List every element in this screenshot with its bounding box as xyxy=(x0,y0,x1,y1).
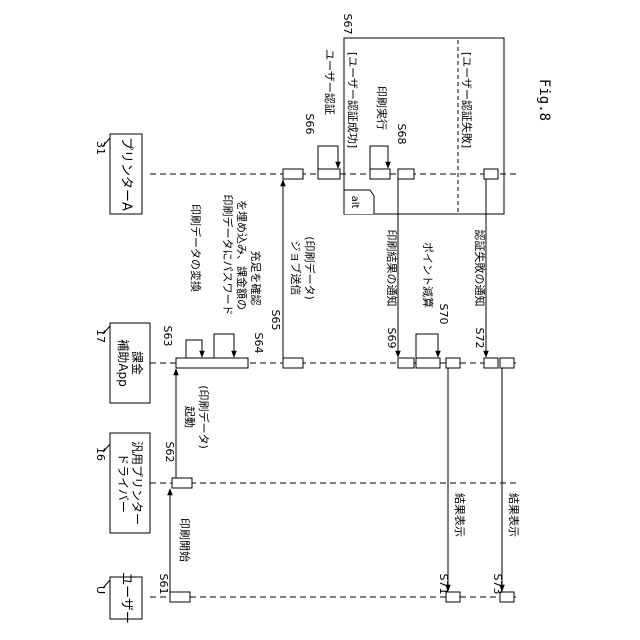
participant-printer: プリンターA 31 xyxy=(94,134,142,214)
reference-number: 31 xyxy=(94,141,107,155)
participant-name-line2: ドライバー xyxy=(116,453,130,513)
step-label-s61: 印刷開始 xyxy=(178,518,192,562)
guard-failure: [ユーザー認証失敗] xyxy=(460,52,474,148)
participant-driver: 汎用プリンター ドライバー 16 xyxy=(94,433,150,533)
step-label-s63: 印刷データの変換 xyxy=(189,204,203,292)
reference-number: U xyxy=(94,586,107,594)
activation-app-s62 xyxy=(176,358,248,368)
step-id-s69: S69 xyxy=(385,328,398,349)
message-s63-self xyxy=(186,340,202,358)
participant-app: 課金 補助App 17 xyxy=(94,323,150,403)
step-label-s65-line1: ジョブ送信 xyxy=(289,241,303,296)
step-label-s70: ポイント減算 xyxy=(421,242,435,308)
activation-app-s69 xyxy=(398,358,414,368)
step-id-s66: S66 xyxy=(303,114,316,135)
step-id-s62: S62 xyxy=(163,442,176,463)
step-label-s71: 結果表示 xyxy=(453,493,467,537)
activation-app-s72 xyxy=(484,358,498,368)
participant-name-line1: 課金 xyxy=(130,351,145,375)
step-label-s72: 認証失敗の通知 xyxy=(473,230,487,307)
step-id-s64: S64 xyxy=(252,333,265,354)
step-id-s67: S67 xyxy=(341,14,354,35)
step-id-s70: S70 xyxy=(437,304,450,325)
step-id-s68: S68 xyxy=(395,124,408,145)
messages xyxy=(170,146,502,592)
activation-app-s65 xyxy=(283,358,303,368)
activation-printer-s68 xyxy=(370,169,390,179)
step-label-s68: 印刷実行 xyxy=(375,86,389,130)
step-id-s73: S73 xyxy=(491,574,504,595)
activation-printer-s69 xyxy=(398,169,414,179)
step-label-s65-line2: (印刷データ) xyxy=(303,236,317,300)
alt-frame xyxy=(344,38,504,214)
activation-app-s71 xyxy=(446,358,460,368)
participant-name: ユーザー xyxy=(119,572,134,624)
figure-label: Fig.8 xyxy=(536,79,552,121)
activation-app-s73 xyxy=(500,358,514,368)
activation-app-s70 xyxy=(416,358,440,368)
step-id-s63: S63 xyxy=(161,326,174,347)
step-id-s61: S61 xyxy=(157,574,170,595)
step-label-s64-line1: 印刷データにパスワード xyxy=(221,195,235,316)
step-label-s69: 印刷結果の通知 xyxy=(385,230,399,307)
activation-printer-s65 xyxy=(283,169,303,179)
step-id-s65: S65 xyxy=(269,310,282,331)
participant-name-line2: 補助App xyxy=(116,339,130,386)
activation-driver-s62 xyxy=(172,478,192,488)
message-s70-self xyxy=(416,334,438,358)
participant-name: プリンターA xyxy=(119,137,134,211)
step-label-s64-line3: 充足を確認 xyxy=(249,251,263,306)
guard-success: [ユーザー認証成功] xyxy=(346,52,360,148)
participant-user: ユーザー U xyxy=(94,572,142,624)
step-label-s64-line2: を埋め込み、課金額の xyxy=(235,200,249,310)
activation-printer-s66 xyxy=(318,169,340,179)
message-s66-self xyxy=(318,146,338,169)
step-label-s62-line2: (印刷データ) xyxy=(197,385,211,449)
step-label-s66: ユーザー認証 xyxy=(323,49,337,115)
reference-number: 16 xyxy=(94,447,107,461)
reference-number: 17 xyxy=(94,329,107,343)
participant-name-line1: 汎用プリンター xyxy=(130,441,144,525)
activation-printer-s72 xyxy=(484,169,498,179)
message-s68-self xyxy=(370,146,388,169)
step-label-s62-line1: 起動 xyxy=(183,406,197,428)
step-label-s73: 結果表示 xyxy=(507,493,521,537)
alt-fragment: alt [ユーザー認証成功] [ユーザー認証失敗] xyxy=(344,38,504,214)
alt-tag: alt xyxy=(349,196,360,209)
step-id-s71: S71 xyxy=(437,574,450,595)
message-s64-self xyxy=(214,334,234,358)
step-id-s72: S72 xyxy=(473,328,486,349)
activation-user-s61 xyxy=(170,592,190,602)
